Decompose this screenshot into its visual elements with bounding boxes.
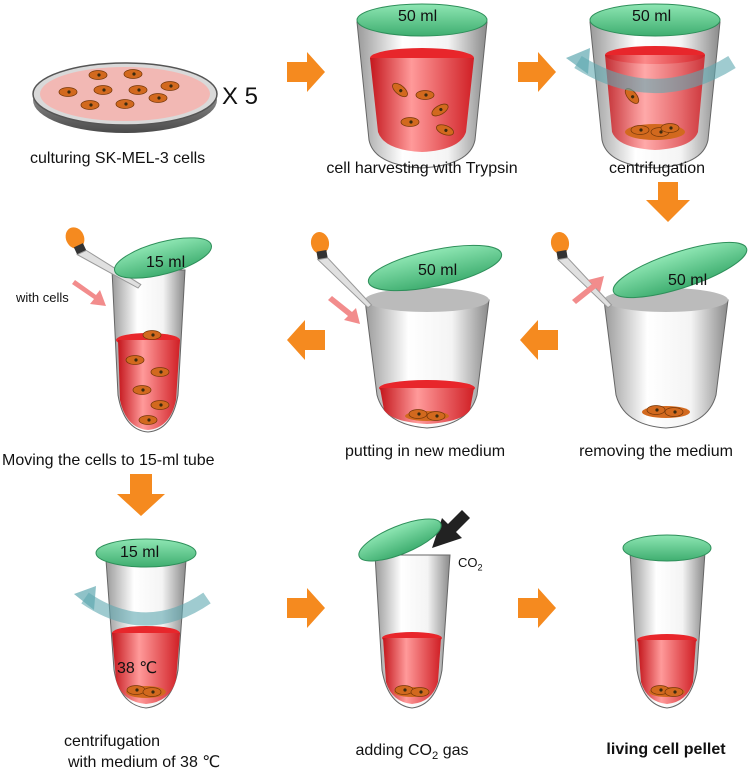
- pink-arrow-up: [572, 276, 604, 304]
- tube-label-centrifuge-15: 15 ml: [120, 544, 160, 561]
- tube-50ml-centrifuge: [566, 3, 736, 169]
- co2-label: CO2: [458, 555, 483, 573]
- tube-15ml-co2: [358, 510, 470, 709]
- tube-label-harvest: 50 ml: [398, 8, 438, 25]
- tube-15ml-transfer: [61, 210, 212, 433]
- arrow-right-3: [287, 588, 325, 628]
- arrow-right-4: [518, 588, 556, 628]
- arrow-left-1: [520, 320, 558, 360]
- tube-label-transfer: 15 ml: [146, 254, 186, 271]
- caption-moving: Moving the cells to 15-ml tube: [2, 452, 215, 469]
- tube-15ml-pellet: [622, 534, 712, 709]
- tube-label-remove: 50 ml: [668, 272, 708, 289]
- arrow-right-1: [287, 52, 325, 92]
- tube-50ml-new-medium: [308, 224, 503, 429]
- caption-centrifugation: centrifugation: [608, 160, 706, 177]
- pipette-note: with cells: [16, 290, 69, 305]
- tube-50ml-harvest: [356, 3, 488, 169]
- arrow-left-2: [287, 320, 325, 360]
- tube-label-new-medium: 50 ml: [418, 262, 458, 279]
- multiplier-label: X 5: [222, 83, 259, 110]
- pink-arrow-down: [328, 296, 360, 324]
- caption-harvesting: cell harvesting with Trypsin: [326, 160, 518, 177]
- arrow-right-2: [518, 52, 556, 92]
- co2-arrow: [432, 510, 470, 548]
- pink-arrow-with-cells: [72, 280, 106, 306]
- arrow-down-1: [646, 182, 690, 222]
- caption-culturing: culturing SK-MEL-3 cells: [30, 150, 206, 167]
- tube-label-centrifuge: 50 ml: [632, 8, 672, 25]
- caption-living-pellet: living cell pellet: [606, 741, 726, 758]
- caption-removing: removing the medium: [579, 443, 733, 460]
- temperature-label: 38 ℃: [117, 660, 158, 677]
- flow-arrows: [117, 52, 690, 628]
- arrow-down-2: [117, 474, 165, 516]
- culture-dish: [32, 62, 218, 133]
- caption-centrifugation-38-line1: centrifugation: [64, 733, 161, 750]
- tube-50ml-remove: [548, 224, 748, 429]
- caption-centrifugation-38-line2: with medium of 38 ℃: [68, 754, 221, 771]
- tube-15ml-centrifuge: [74, 538, 211, 709]
- caption-adding-co2: adding CO2 gas: [355, 742, 469, 763]
- caption-new-medium: putting in new medium: [344, 443, 506, 460]
